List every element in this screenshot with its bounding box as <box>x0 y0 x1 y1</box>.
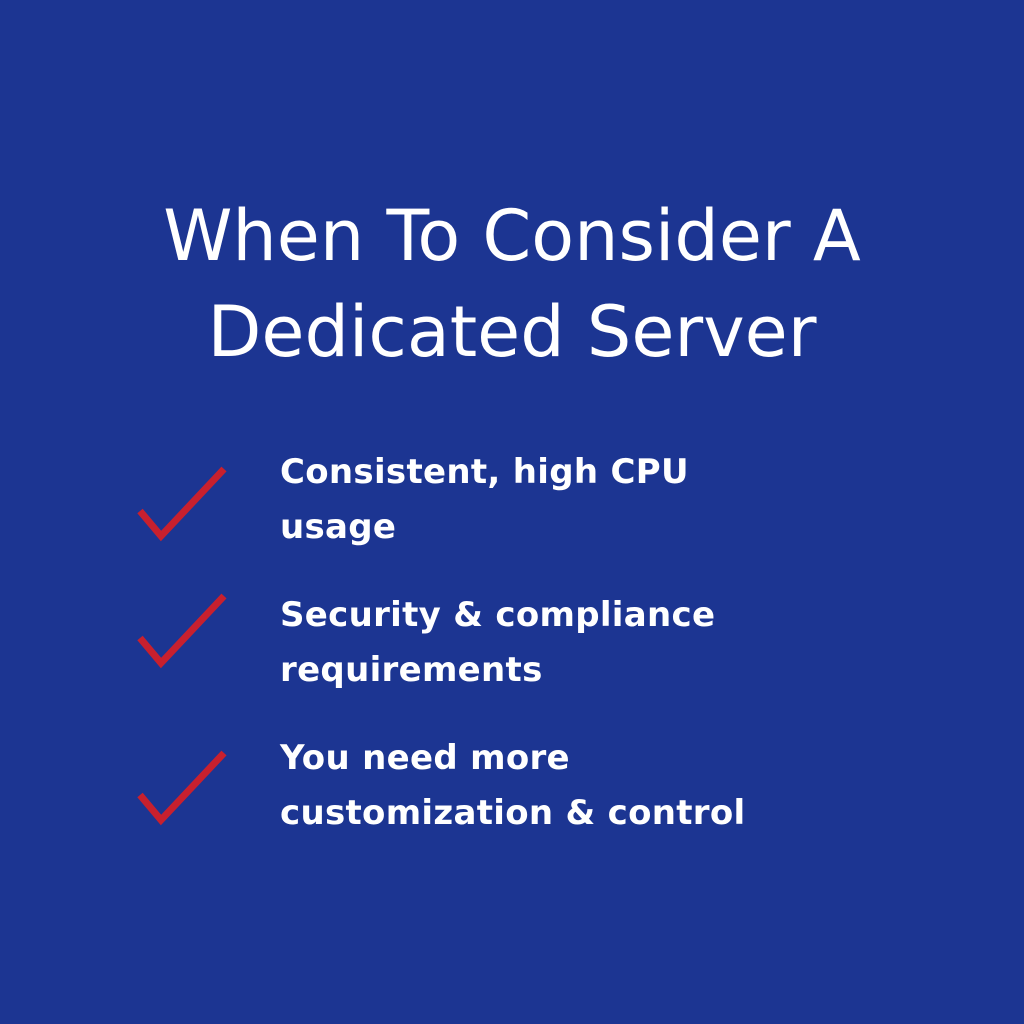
title-line-1: When To Consider A <box>163 195 861 277</box>
checkmark-icon <box>137 750 227 826</box>
page-title: When To Consider A Dedicated Server <box>0 188 1024 380</box>
checkmark-icon <box>137 466 227 542</box>
list-item-text: Security & compliance requirements <box>280 595 716 690</box>
list-item-text: Consistent, high CPU usage <box>280 452 689 547</box>
title-line-2: Dedicated Server <box>207 291 817 373</box>
list-item-text: You need more customization & control <box>280 738 746 833</box>
checkmark-icon <box>137 593 227 669</box>
